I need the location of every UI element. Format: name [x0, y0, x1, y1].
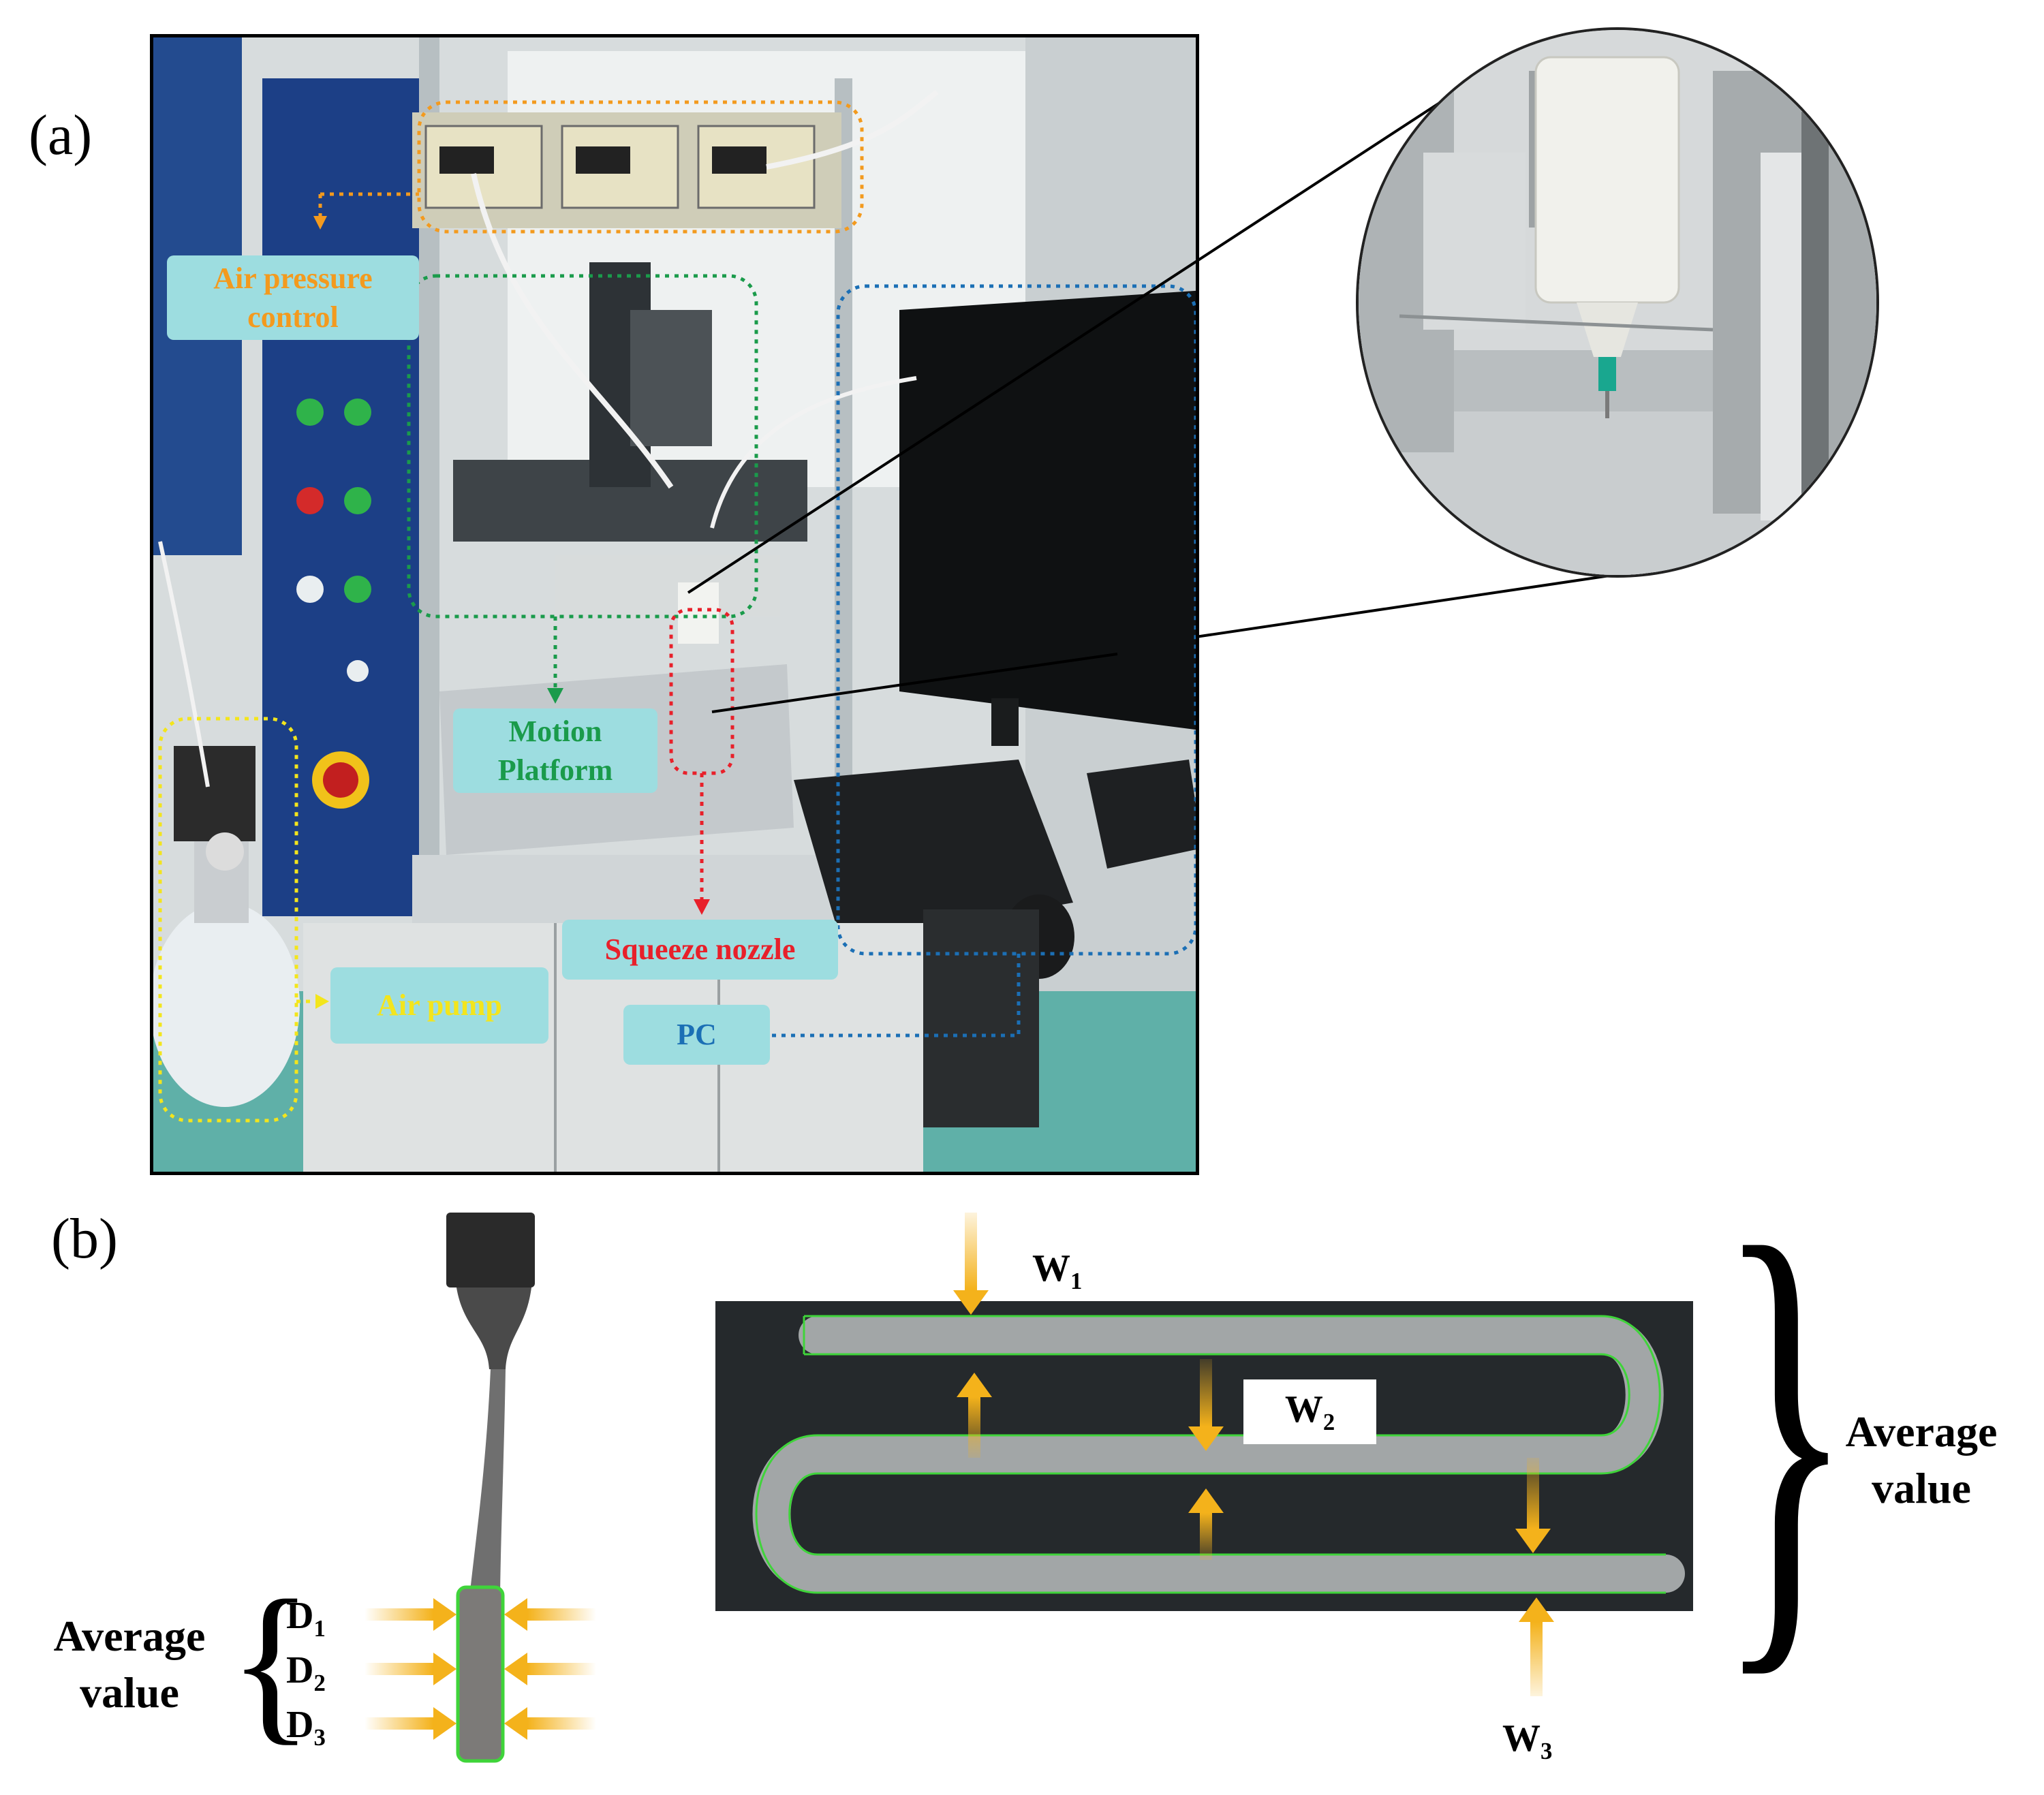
green-button-icon: [344, 576, 371, 603]
brace-left: {: [228, 1564, 313, 1760]
diameter-arrows: [365, 1598, 596, 1740]
green-button-icon: [344, 399, 371, 426]
diameter-arrow-left-3: [365, 1707, 456, 1740]
red-button-icon: [296, 487, 324, 514]
diameter-average-label: Average value: [53, 1612, 206, 1717]
d2-label: D2: [286, 1649, 326, 1697]
w2-label: W2: [1284, 1388, 1335, 1436]
w1-arrow: [953, 1213, 989, 1315]
panel-label-a: (a): [29, 104, 93, 167]
serpentine-track-photo: [715, 1301, 1693, 1611]
white-button-icon: [296, 576, 324, 603]
pc-label: PC: [623, 1005, 770, 1065]
nozzle-closeup: [1356, 27, 1879, 578]
d3-label: D3: [286, 1704, 326, 1751]
diameter-arrow-right-3: [504, 1707, 596, 1740]
printed-filament-illustration: [446, 1213, 535, 1763]
diameter-arrow-right-1: [504, 1598, 596, 1631]
green-button-icon: [344, 487, 371, 514]
w1-label: W1: [1032, 1247, 1083, 1295]
w3-arrow-up: [1519, 1597, 1554, 1696]
diameter-arrow-left-2: [365, 1653, 456, 1685]
air-pressure-control-label: Air pressure control: [167, 255, 419, 340]
w2-label-box: W2: [1243, 1379, 1376, 1444]
squeeze-nozzle-label: Squeeze nozzle: [562, 920, 838, 980]
air-pump-region: [158, 717, 298, 1123]
serpentine-track-illustration: [715, 1301, 1693, 1611]
green-button-icon: [296, 399, 324, 426]
width-average-label: Average value: [1845, 1407, 1998, 1513]
panel-label-b: (b): [51, 1207, 118, 1270]
air-pump-label: Air pump: [330, 967, 548, 1044]
equipment-photo: Air pressure control Motion Platform Squ…: [150, 34, 1199, 1175]
w3-label: W3: [1502, 1717, 1553, 1765]
diameter-arrow-left-1: [365, 1598, 456, 1631]
filament-outline: [456, 1585, 505, 1763]
nozzle-closeup-illustration: [1359, 30, 1876, 575]
squeeze-nozzle-region: [669, 608, 734, 775]
equipment-illustration: [153, 37, 1196, 1172]
motion-platform-label: Motion Platform: [453, 708, 657, 793]
d1-label: D1: [286, 1595, 326, 1642]
diameter-arrow-right-2: [504, 1653, 596, 1685]
brace-right: }: [1717, 1144, 1854, 1717]
